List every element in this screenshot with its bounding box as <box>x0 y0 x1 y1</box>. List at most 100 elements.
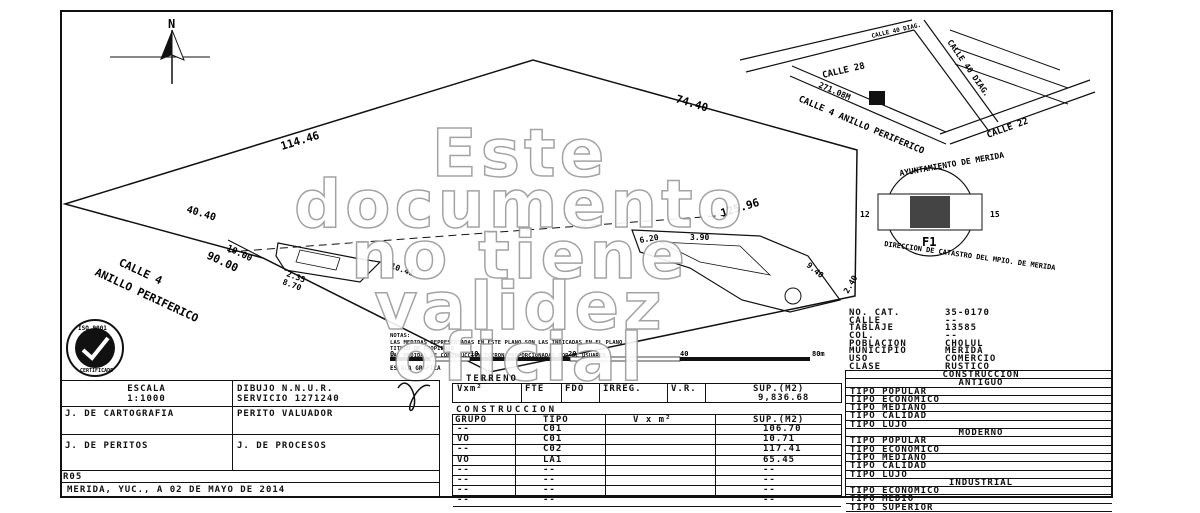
north-arrow-icon: N <box>110 17 210 84</box>
property-info-row: CLASE RUSTICO <box>845 361 1113 372</box>
property-info-label: POBLACION <box>849 338 907 349</box>
building-outline-1 <box>275 242 382 283</box>
construccion-cell: -- <box>543 485 556 496</box>
construccion-type-item: TIPO CALIDAD <box>846 412 1112 421</box>
svg-text:CERTIFICADO: CERTIFICADO <box>80 368 113 374</box>
construccion-type-item: TIPO CALIDAD <box>846 462 1112 471</box>
construccion-cell: -- <box>457 474 470 485</box>
construccion-cell: -- <box>763 474 776 485</box>
construccion-cell: 10.71 <box>763 434 796 445</box>
dim-bldg-b1: 6.20 <box>639 233 660 245</box>
dim-bldg-b4: 2.40 <box>842 274 860 295</box>
svg-text:20: 20 <box>568 350 576 358</box>
construccion-type-item: TIPO POPULAR <box>846 387 1112 396</box>
svg-text:CALLE 40 DIAG.: CALLE 40 DIAG. <box>945 38 991 98</box>
svg-text:CALLE 28: CALLE 28 <box>821 61 865 80</box>
property-info-row: POBLACION CHOLUL <box>845 338 1113 349</box>
property-info-label: CLASE <box>849 361 882 372</box>
property-info-label: COL. <box>849 331 875 342</box>
dim-left-side: 40.40 <box>185 204 217 223</box>
terreno-table: Vxm² FTE FDO IRREG. V.R. SUP.(M2) 9,836.… <box>452 383 842 403</box>
construccion-type-item: TIPO ECONOMICO <box>846 395 1112 405</box>
property-info-row: COL.-- <box>845 331 1113 342</box>
construccion-cell: -- <box>763 464 776 475</box>
property-info-label: MUNICIPIO <box>849 346 907 357</box>
construccion-category: MODERNO <box>846 428 1112 438</box>
construccion-row: VO LA1 65.45 <box>453 454 841 466</box>
construccion-category: CONSTRUCCION <box>846 370 1112 380</box>
property-info-row: NO. CAT.35-0170 <box>845 308 1113 318</box>
north-label: N <box>168 17 175 31</box>
property-marker <box>869 91 885 105</box>
property-info-value: -- <box>945 315 958 326</box>
construccion-cell: -- <box>543 464 556 475</box>
construccion-cell: -- <box>457 485 470 496</box>
building-outline-2 <box>631 229 842 313</box>
construccion-cell: 106.70 <box>763 424 802 434</box>
property-info-value: 35-0170 <box>945 308 990 318</box>
dashed-division-line <box>227 214 731 253</box>
construccion-header-cell: V x m² <box>633 415 672 425</box>
svg-text:10: 10 <box>470 350 478 358</box>
property-info-value: COMERCIO <box>945 354 997 365</box>
svg-text:5: 5 <box>430 350 434 358</box>
construccion-category: ANTIGUO <box>846 379 1112 388</box>
property-info-value: RUSTICO <box>945 361 990 372</box>
construccion-header-row: GRUPO TIPO V x m² SUP.(M2) <box>453 415 841 425</box>
dim-bldg-b2: 3.90 <box>690 233 709 242</box>
property-info-label: USO <box>849 354 869 365</box>
svg-text:CALLE 4 ANILLO PERIFERICO: CALLE 4 ANILLO PERIFERICO <box>797 95 926 157</box>
construccion-cell: C02 <box>543 444 563 455</box>
dim-bldg-b3: 9.40 <box>805 261 826 280</box>
construccion-type-item: TIPO MEDIO <box>846 495 1112 504</box>
svg-text:ISO 9001: ISO 9001 <box>78 325 107 332</box>
svg-text:CALLE 22: CALLE 22 <box>986 117 1030 141</box>
construccion-type-item: TIPO ECONOMICO <box>846 486 1112 496</box>
svg-text:40: 40 <box>680 350 688 358</box>
construccion-cell: VO <box>457 454 470 465</box>
construccion-cell: -- <box>457 464 470 475</box>
construccion-cell: LA1 <box>543 454 563 465</box>
property-info-label: CALLE <box>849 315 882 326</box>
construccion-type-item: TIPO ECONOMICO <box>846 445 1112 454</box>
svg-text:ESCALA GRAFICA: ESCALA GRAFICA <box>390 365 441 372</box>
property-info-value: 13585 <box>945 323 978 334</box>
dim-top-right: 74.40 <box>674 92 709 114</box>
scale-bar: 0 5 10 20 40 80m ESCALA GRAFICA <box>390 350 825 372</box>
construccion-row: -- -- -- <box>453 464 841 476</box>
dim-lower-right: 125.96 <box>719 196 761 220</box>
title-block: ESCALA 1:1000 DIBUJO N.N.U.R. SERVICIO 1… <box>60 380 440 498</box>
construccion-type-item: TIPO MEDIANO <box>846 453 1112 463</box>
construccion-type-item: TIPO POPULAR <box>846 437 1112 446</box>
construccion-type-item: TIPO SUPERIOR <box>846 503 1112 512</box>
property-info-value: CHOLUL <box>945 338 984 349</box>
property-info-value: MERIDA <box>945 346 984 357</box>
construccion-header-cell: SUP.(M2) <box>753 415 805 425</box>
dim-bldg-a3: 10.41 <box>389 261 415 278</box>
svg-text:12: 12 <box>860 210 870 219</box>
construccion-cell: -- <box>543 495 556 506</box>
property-info-row: USO COMERCIO <box>845 354 1113 365</box>
construccion-cell: -- <box>457 444 470 455</box>
svg-text:0: 0 <box>390 350 394 358</box>
construccion-cell: -- <box>457 424 470 434</box>
construccion-cell: 65.45 <box>763 454 796 465</box>
property-info-row: MUNICIPIO MERIDA <box>845 346 1113 357</box>
construccion-cell: -- <box>457 495 470 506</box>
construccion-type-item: TIPO LUJO <box>846 420 1112 429</box>
construccion-category: INDUSTRIAL <box>846 478 1112 488</box>
location-map: CALLE 28 CALLE 40 DIAG. CALLE 4 ANILLO P… <box>739 19 1096 157</box>
construccion-header-cell: TIPO <box>543 415 569 425</box>
construccion-header-cell: GRUPO <box>455 415 488 425</box>
construccion-cell: VO <box>457 434 470 445</box>
svg-text:80m: 80m <box>812 350 825 358</box>
svg-text:15: 15 <box>990 210 1000 219</box>
plan-notes: NOTAS: LAS MEDIDAS REPRESENTADAS EN ESTE… <box>390 333 623 359</box>
construccion-cell: -- <box>763 495 776 506</box>
svg-text:DIRECCION DE CATASTRO DEL MPIO: DIRECCION DE CATASTRO DEL MPIO. DE MERID… <box>884 240 1057 272</box>
construccion-cell: -- <box>763 485 776 496</box>
